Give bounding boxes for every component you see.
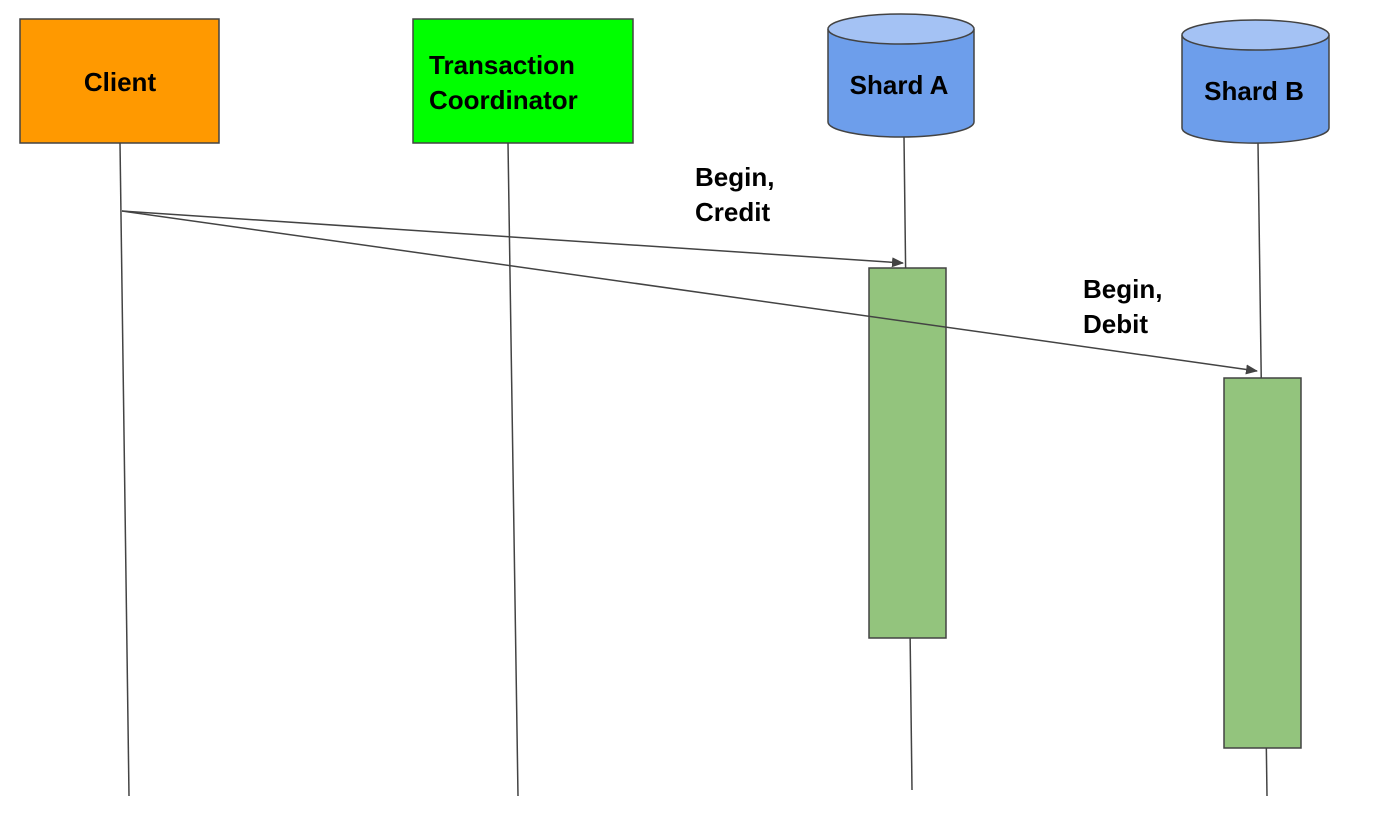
participant-shard-a: Shard A (827, 13, 975, 138)
participant-shard-b: Shard B (1181, 19, 1330, 144)
participant-coordinator-box (412, 18, 634, 144)
lifeline-coordinator (507, 142, 519, 797)
lifeline-client (119, 142, 130, 797)
message-arrow-debit (121, 210, 1258, 375)
participant-client-box (19, 18, 220, 144)
participant-client: Client (19, 18, 220, 144)
activation-shard-a (868, 267, 947, 639)
message-debit-label-line1: Begin, (1083, 274, 1162, 304)
shard-b-cylinder-body (1181, 35, 1330, 144)
activation-shard-b (1223, 377, 1302, 749)
message-credit-label-line2: Credit (695, 197, 770, 227)
participant-client-label: Client (84, 67, 157, 97)
participant-shard-b-label: Shard B (1204, 76, 1304, 106)
participant-shard-a-label: Shard A (850, 70, 949, 100)
lifelines (119, 136, 1268, 797)
shard-a-cylinder-body (827, 29, 975, 138)
message-debit-label-line2: Debit (1083, 309, 1148, 339)
participant-coordinator-label-line2: Coordinator (429, 85, 578, 115)
shard-a-cylinder-top (827, 13, 975, 45)
messages: Begin, Credit Begin, Debit (121, 162, 1258, 375)
participant-coordinator: Transaction Coordinator (412, 18, 634, 144)
shard-b-cylinder-top (1181, 19, 1330, 51)
message-credit-label-line1: Begin, (695, 162, 774, 192)
participant-coordinator-label-line1: Transaction (429, 50, 575, 80)
message-arrow-credit (121, 210, 904, 268)
activations (868, 267, 1302, 749)
